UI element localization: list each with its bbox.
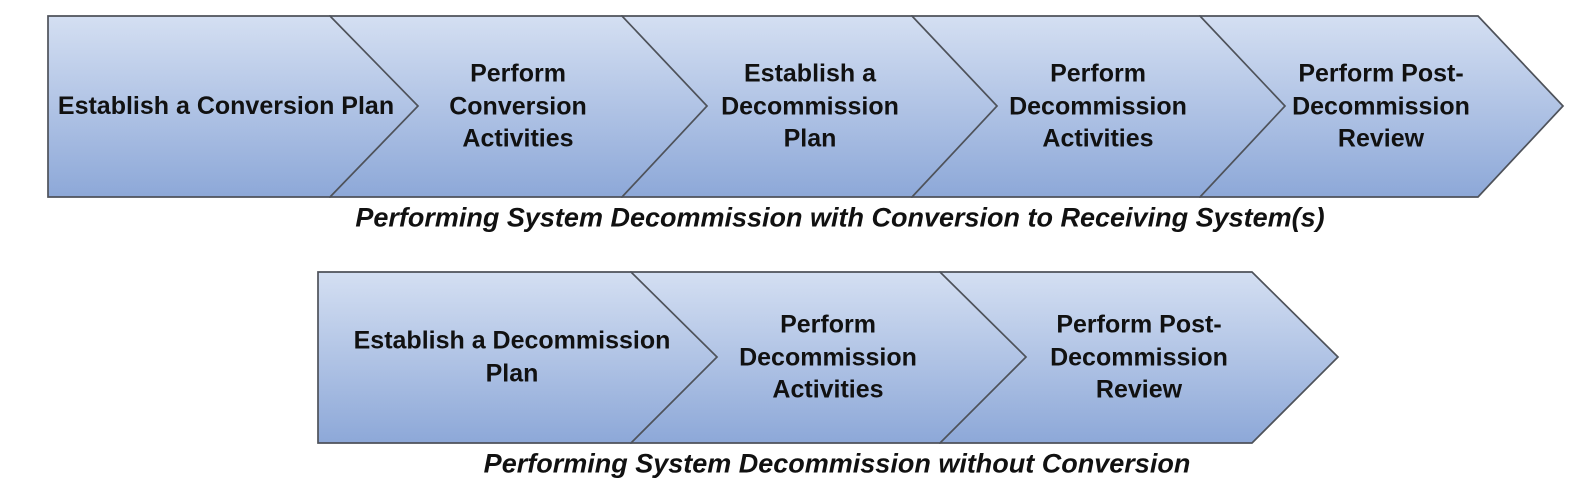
row2-caption: Performing System Decommission without C…	[483, 448, 1191, 479]
chevron-step-shape	[317, 271, 719, 444]
row1-caption: Performing System Decommission with Conv…	[355, 202, 1325, 233]
chevron-step-shape	[47, 15, 420, 198]
